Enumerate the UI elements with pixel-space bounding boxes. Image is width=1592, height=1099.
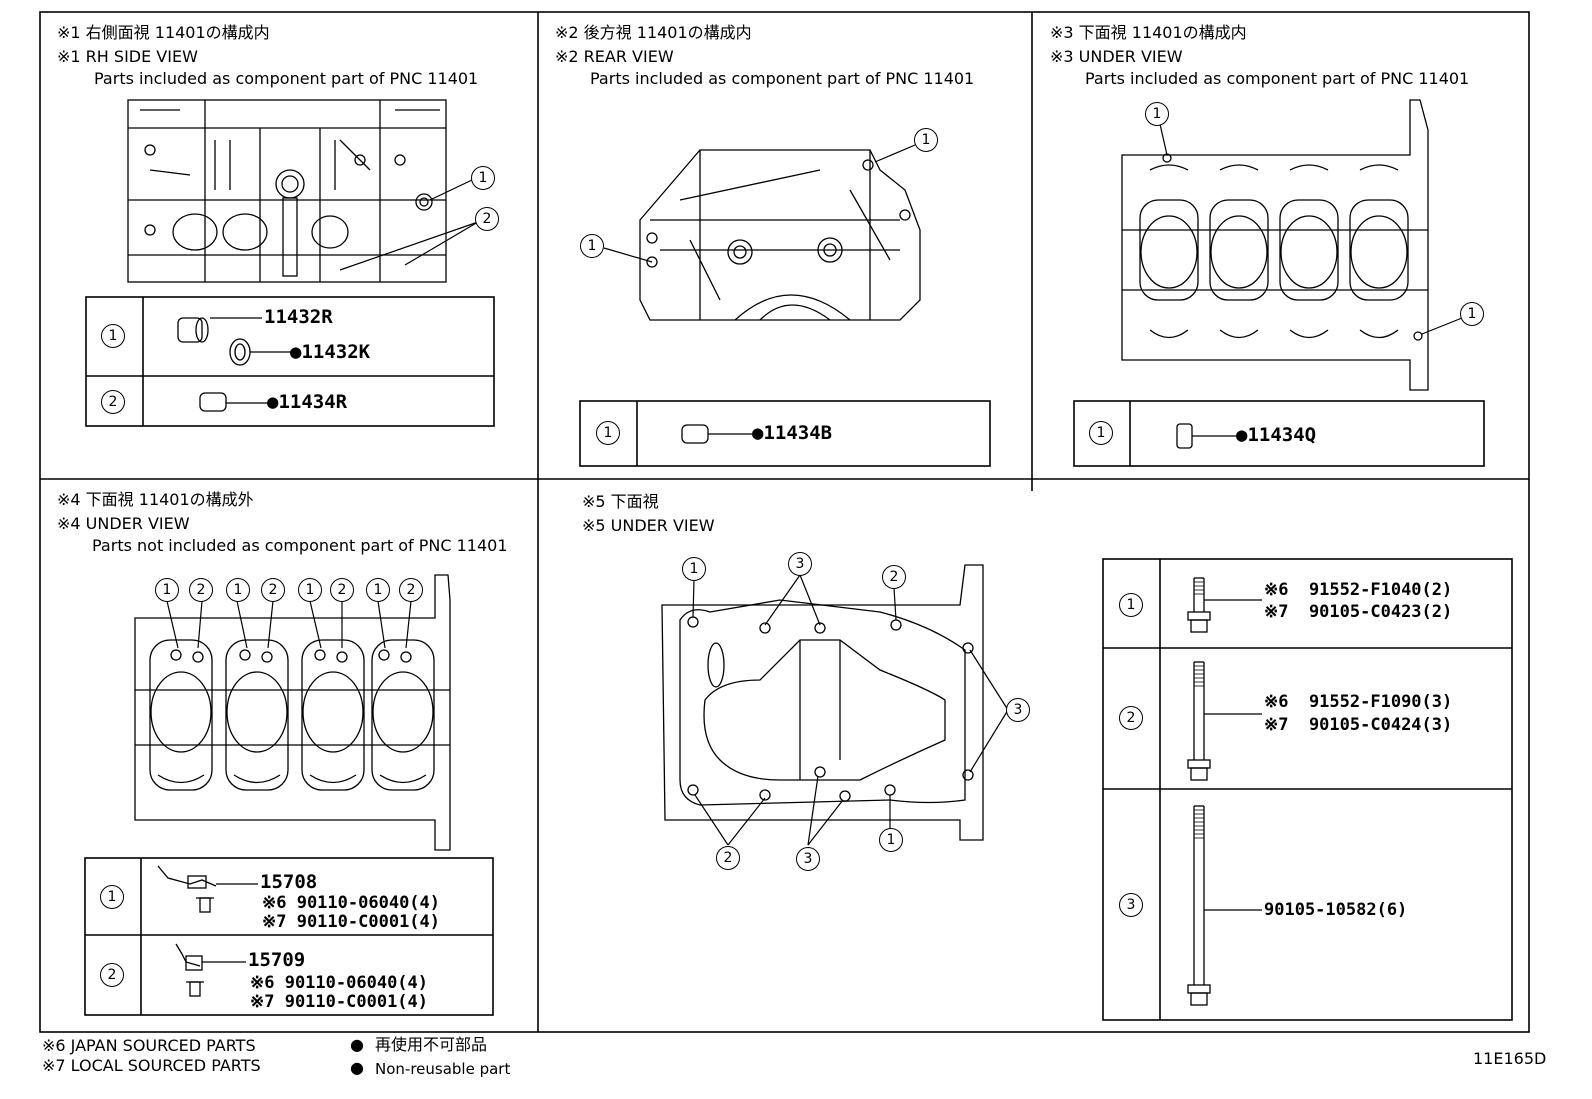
callout-1: 1: [682, 557, 706, 581]
callout-1: 1: [366, 578, 390, 602]
callout-1: 1: [879, 828, 903, 852]
part-number-11432K[interactable]: ●11432K: [290, 341, 371, 363]
callout-1: 1: [226, 578, 250, 602]
leader-lines: [166, 123, 1463, 846]
part-number-local-90110-C0001[interactable]: ※7 90110-C0001(4): [250, 992, 429, 1012]
part-number-15708[interactable]: 15708: [260, 871, 318, 893]
callout-2: 2: [330, 578, 354, 602]
part-number-japan-91552-F1090[interactable]: ※6 91552-F1090(3): [1264, 692, 1453, 712]
part-number-japan-90110-06040[interactable]: ※6 90110-06040(4): [262, 893, 441, 913]
callout-2: 2: [399, 578, 423, 602]
rear-view-block-illustration: [639, 149, 921, 321]
panel1-title-en: ※1 RH SIDE VIEW: [57, 47, 198, 66]
table4-row2-number: 2: [100, 963, 124, 987]
rh-side-block-illustration: [127, 99, 447, 283]
table5-row2-number: 2: [1119, 706, 1143, 730]
panel5-title-ja: ※5 下面視: [582, 492, 659, 511]
part-number-local-90105-C0424[interactable]: ※7 90105-C0424(3): [1264, 715, 1453, 735]
callout-2: 2: [716, 846, 740, 870]
legend-local-sourced: ※7 LOCAL SOURCED PARTS: [42, 1056, 261, 1075]
under-view-block-4-illustration: [134, 574, 451, 851]
legend-bullet: ●: [350, 1035, 364, 1054]
panel4-title-ja: ※4 下面視 11401の構成外: [57, 490, 254, 509]
callout-1: 1: [1145, 102, 1169, 126]
callout-3: 3: [796, 847, 820, 871]
table2-row1-number: 1: [596, 421, 620, 445]
panel3-title-en: ※3 UNDER VIEW: [1050, 47, 1183, 66]
part-number-11434B[interactable]: ●11434B: [752, 422, 833, 444]
part-number-15709[interactable]: 15709: [248, 949, 306, 971]
legend-bullet: ●: [350, 1058, 364, 1077]
part-number-11432R[interactable]: 11432R: [264, 306, 333, 328]
callout-1: 1: [580, 234, 604, 258]
drawing-code: 11E165D: [1473, 1049, 1547, 1068]
part-number-local-90105-C0423[interactable]: ※7 90105-C0423(2): [1264, 602, 1453, 622]
callout-3: 3: [1006, 698, 1030, 722]
part-number-local-90110-C0001[interactable]: ※7 90110-C0001(4): [262, 912, 441, 932]
part-number-90105-10582[interactable]: 90105-10582(6): [1264, 900, 1408, 920]
panel3-title-ja: ※3 下面視 11401の構成内: [1050, 23, 1247, 42]
callout-3: 3: [788, 552, 812, 576]
callout-1: 1: [471, 166, 495, 190]
part-number-japan-90110-06040[interactable]: ※6 90110-06040(4): [250, 973, 429, 993]
part-number-11434Q[interactable]: ●11434Q: [1236, 424, 1317, 446]
table1-row2-number: 2: [101, 390, 125, 414]
legend-nonreusable-en: Non-reusable part: [375, 1060, 511, 1078]
panel4-title-en: ※4 UNDER VIEW: [57, 514, 190, 533]
callout-2: 2: [475, 207, 499, 231]
callout-2: 2: [882, 565, 906, 589]
table4-row1-number: 1: [100, 885, 124, 909]
callout-1: 1: [155, 578, 179, 602]
callout-1: 1: [1460, 302, 1484, 326]
under-view-block-illustration: [1121, 99, 1429, 391]
panel3-subtitle: Parts included as component part of PNC …: [1085, 69, 1470, 88]
callout-1: 1: [914, 128, 938, 152]
table3-row1-number: 1: [1089, 421, 1113, 445]
callout-2: 2: [261, 578, 285, 602]
table5-row3-number: 3: [1119, 893, 1143, 917]
part-number-japan-91552-F1040[interactable]: ※6 91552-F1040(2): [1264, 580, 1453, 600]
panel5-title-en: ※5 UNDER VIEW: [582, 516, 715, 535]
table5-row1-number: 1: [1119, 593, 1143, 617]
callout-1: 1: [298, 578, 322, 602]
table1-row1-number: 1: [101, 324, 125, 348]
panel2-title-ja: ※2 後方視 11401の構成内: [555, 23, 752, 42]
panel2-subtitle: Parts included as component part of PNC …: [590, 69, 975, 88]
panel2-title-en: ※2 REAR VIEW: [555, 47, 674, 66]
panel1-subtitle: Parts included as component part of PNC …: [94, 69, 479, 88]
panel1-title-ja: ※1 右側面視 11401の構成内: [57, 23, 270, 42]
panel4-subtitle: Parts not included as component part of …: [92, 536, 508, 555]
callout-2: 2: [189, 578, 213, 602]
part-number-11434R[interactable]: ●11434R: [267, 391, 348, 413]
legend-nonreusable-ja: 再使用不可部品: [375, 1035, 488, 1054]
legend-japan-sourced: ※6 JAPAN SOURCED PARTS: [42, 1036, 256, 1055]
